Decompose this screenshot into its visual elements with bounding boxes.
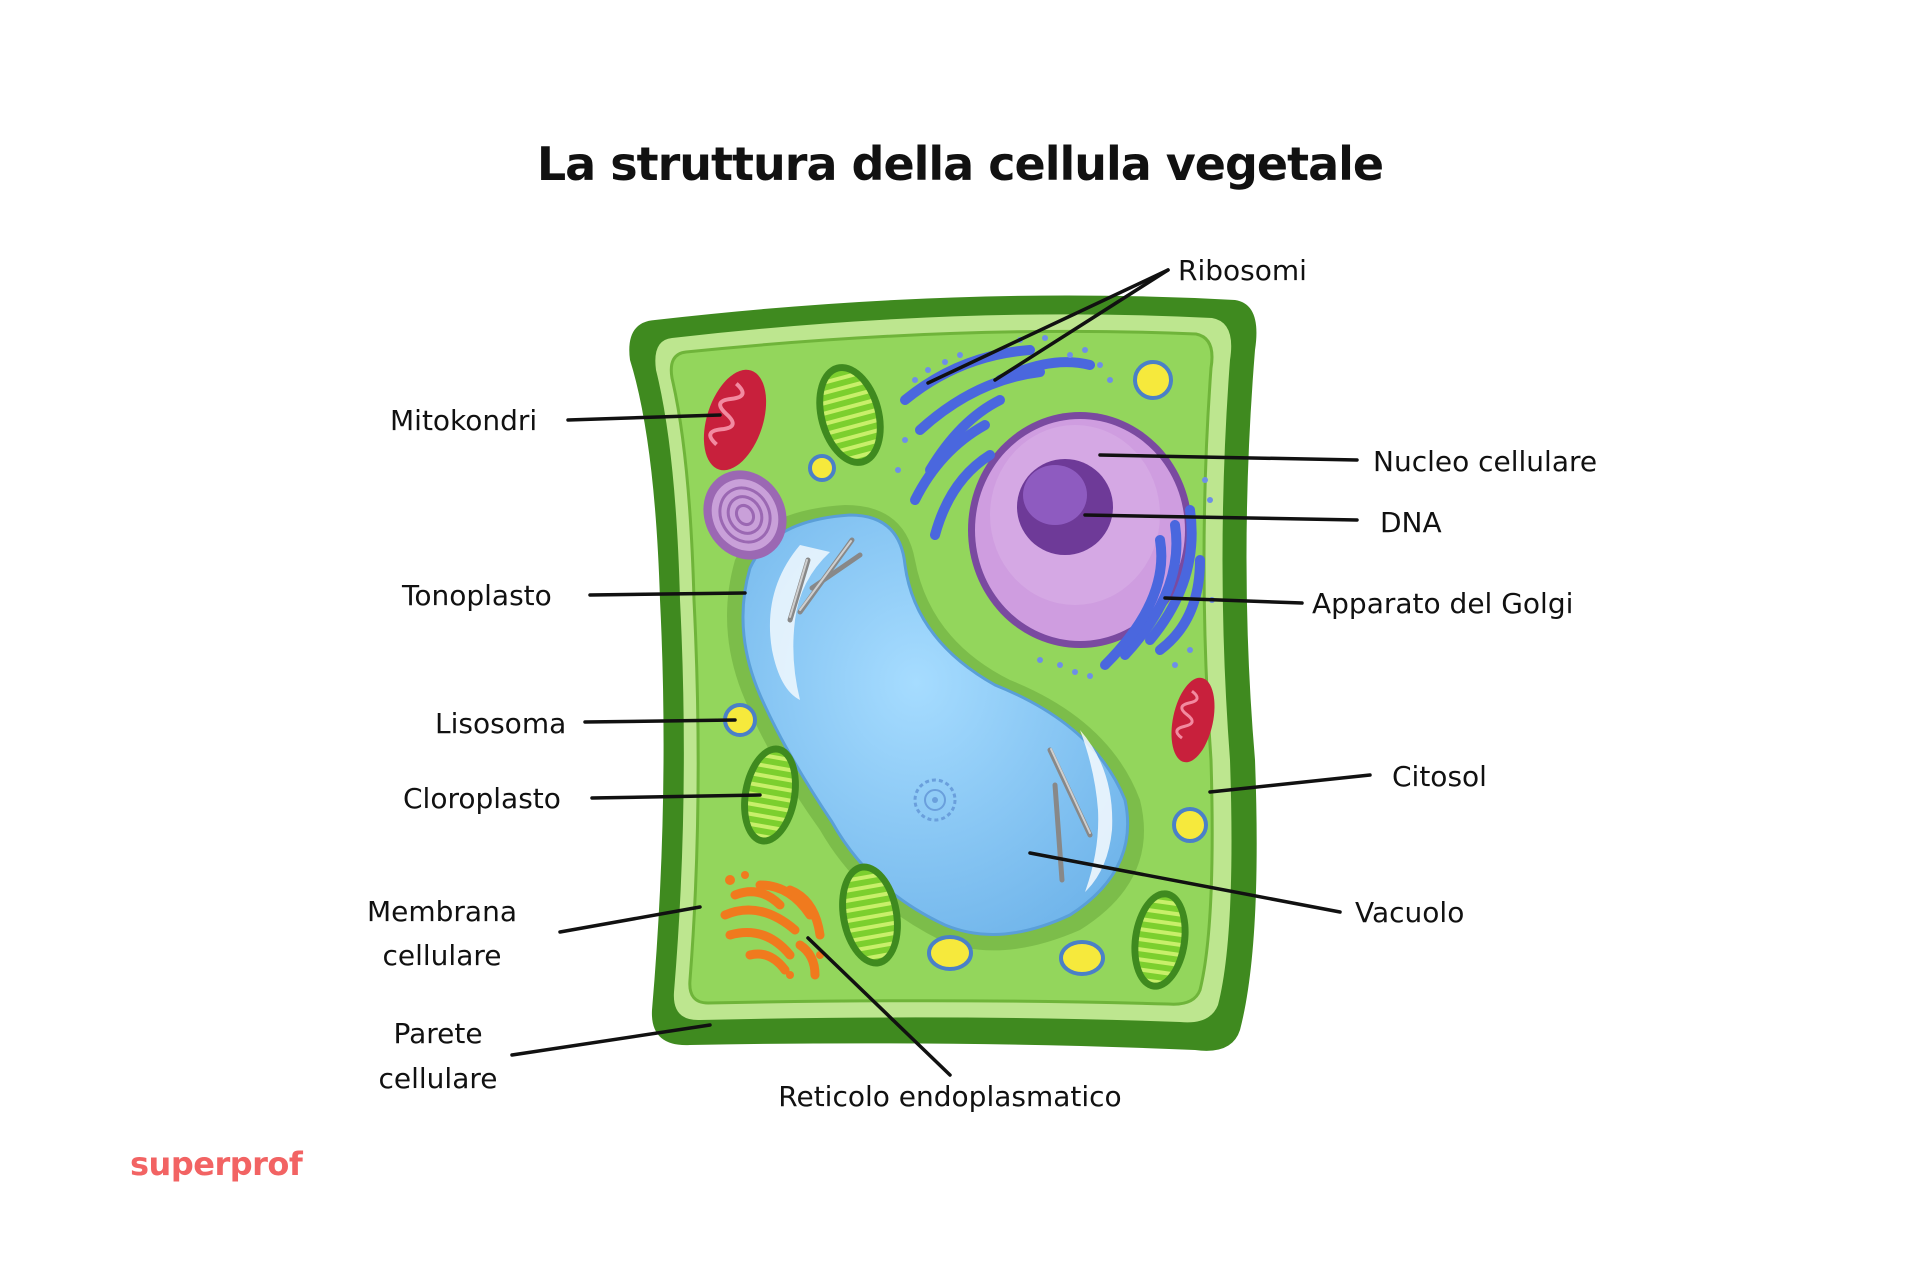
chloroplast-4: [1131, 890, 1189, 990]
vacuole-body: [741, 513, 1130, 936]
vacuole: [727, 505, 1144, 951]
label-nucleo: Nucleo cellulare: [1373, 445, 1597, 478]
vacuole-inclusion: [913, 778, 957, 822]
label-golgi: Apparato del Golgi: [1312, 587, 1573, 620]
label-parete-line2: cellulare: [379, 1062, 498, 1095]
label-ribosomi: Ribosomi: [1178, 254, 1307, 287]
lysosome: [927, 935, 973, 971]
label-mitokondri: Mitokondri: [390, 404, 537, 437]
leader-lines: [510, 268, 1372, 1077]
lysosomes: [723, 360, 1208, 976]
labels: Ribosomi Mitokondri Nucleo cellulare DNA…: [367, 254, 1597, 1113]
label-cloroplasto: Cloroplasto: [403, 782, 561, 815]
golgi-apparatus: [900, 345, 1205, 670]
nucleus: [968, 412, 1192, 648]
label-parete-line1: Parete: [393, 1017, 482, 1050]
chloroplast-3: [839, 863, 901, 967]
chloroplast-1: [816, 364, 884, 466]
superprof-logo: superprof: [130, 1145, 304, 1183]
mitochondrion-1: [703, 369, 767, 471]
ribosome-dots: [895, 335, 1215, 679]
label-vacuolo: Vacuolo: [1355, 896, 1464, 929]
mitochondrion-2: [1171, 677, 1215, 763]
page-title: La struttura della cellula vegetale: [537, 137, 1383, 191]
label-reticolo: Reticolo endoplasmatico: [778, 1080, 1121, 1113]
label-membrana-line2: cellulare: [383, 939, 502, 972]
lysosome: [1059, 940, 1105, 976]
label-dna: DNA: [1380, 506, 1442, 539]
label-citosol: Citosol: [1392, 760, 1487, 793]
purple-vesicle: [703, 470, 787, 560]
lysosome: [808, 454, 836, 482]
label-membrana-line1: Membrana: [367, 895, 517, 928]
lysosome: [1133, 360, 1173, 400]
label-tonoplasto: Tonoplasto: [401, 579, 552, 612]
label-lisosoma: Lisosoma: [435, 707, 566, 740]
lysosome: [1172, 807, 1208, 843]
endoplasmic-reticulum: [720, 880, 825, 980]
chloroplast-2: [741, 745, 799, 845]
